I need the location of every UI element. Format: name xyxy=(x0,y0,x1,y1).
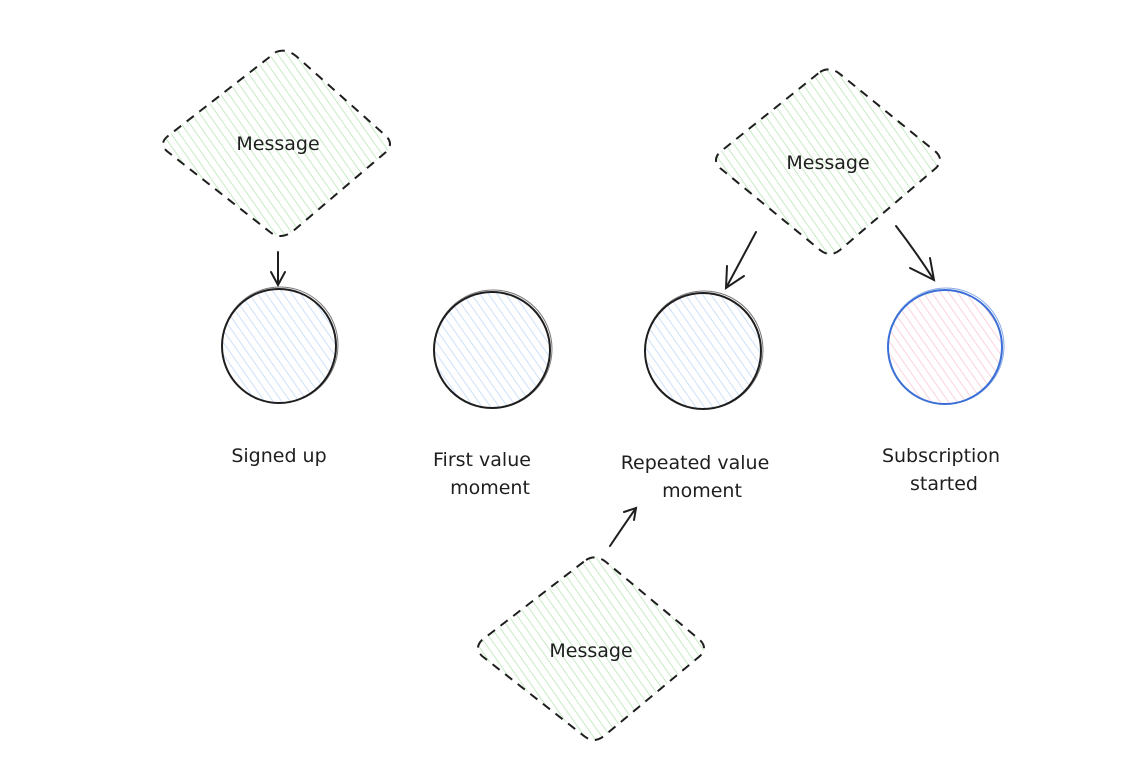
node-label: Repeated value moment xyxy=(621,452,776,502)
node-subscription-started: Subscription started xyxy=(882,287,1006,495)
message-label: Message xyxy=(786,152,869,174)
node-signed-up: Signed up xyxy=(221,286,339,467)
node-label: Subscription started xyxy=(882,445,1006,495)
message-diamond-3: Message xyxy=(477,556,705,741)
arrow-message-1-to-signed-up xyxy=(270,251,286,288)
message-diamond-1: Message xyxy=(162,49,391,237)
node-repeated-value-moment: Repeated value moment xyxy=(621,290,776,502)
arrow-message-2-to-subscription xyxy=(895,225,936,282)
node-label: Signed up xyxy=(231,445,326,467)
node-label: First value moment xyxy=(433,449,537,499)
message-label: Message xyxy=(236,133,319,155)
node-first-value-moment: First value moment xyxy=(433,289,553,499)
arrow-message-2-to-repeated-value xyxy=(724,231,757,290)
arrow-message-3-to-repeated-value xyxy=(609,506,638,547)
message-label: Message xyxy=(549,640,632,662)
message-diamond-2: Message xyxy=(715,68,941,255)
